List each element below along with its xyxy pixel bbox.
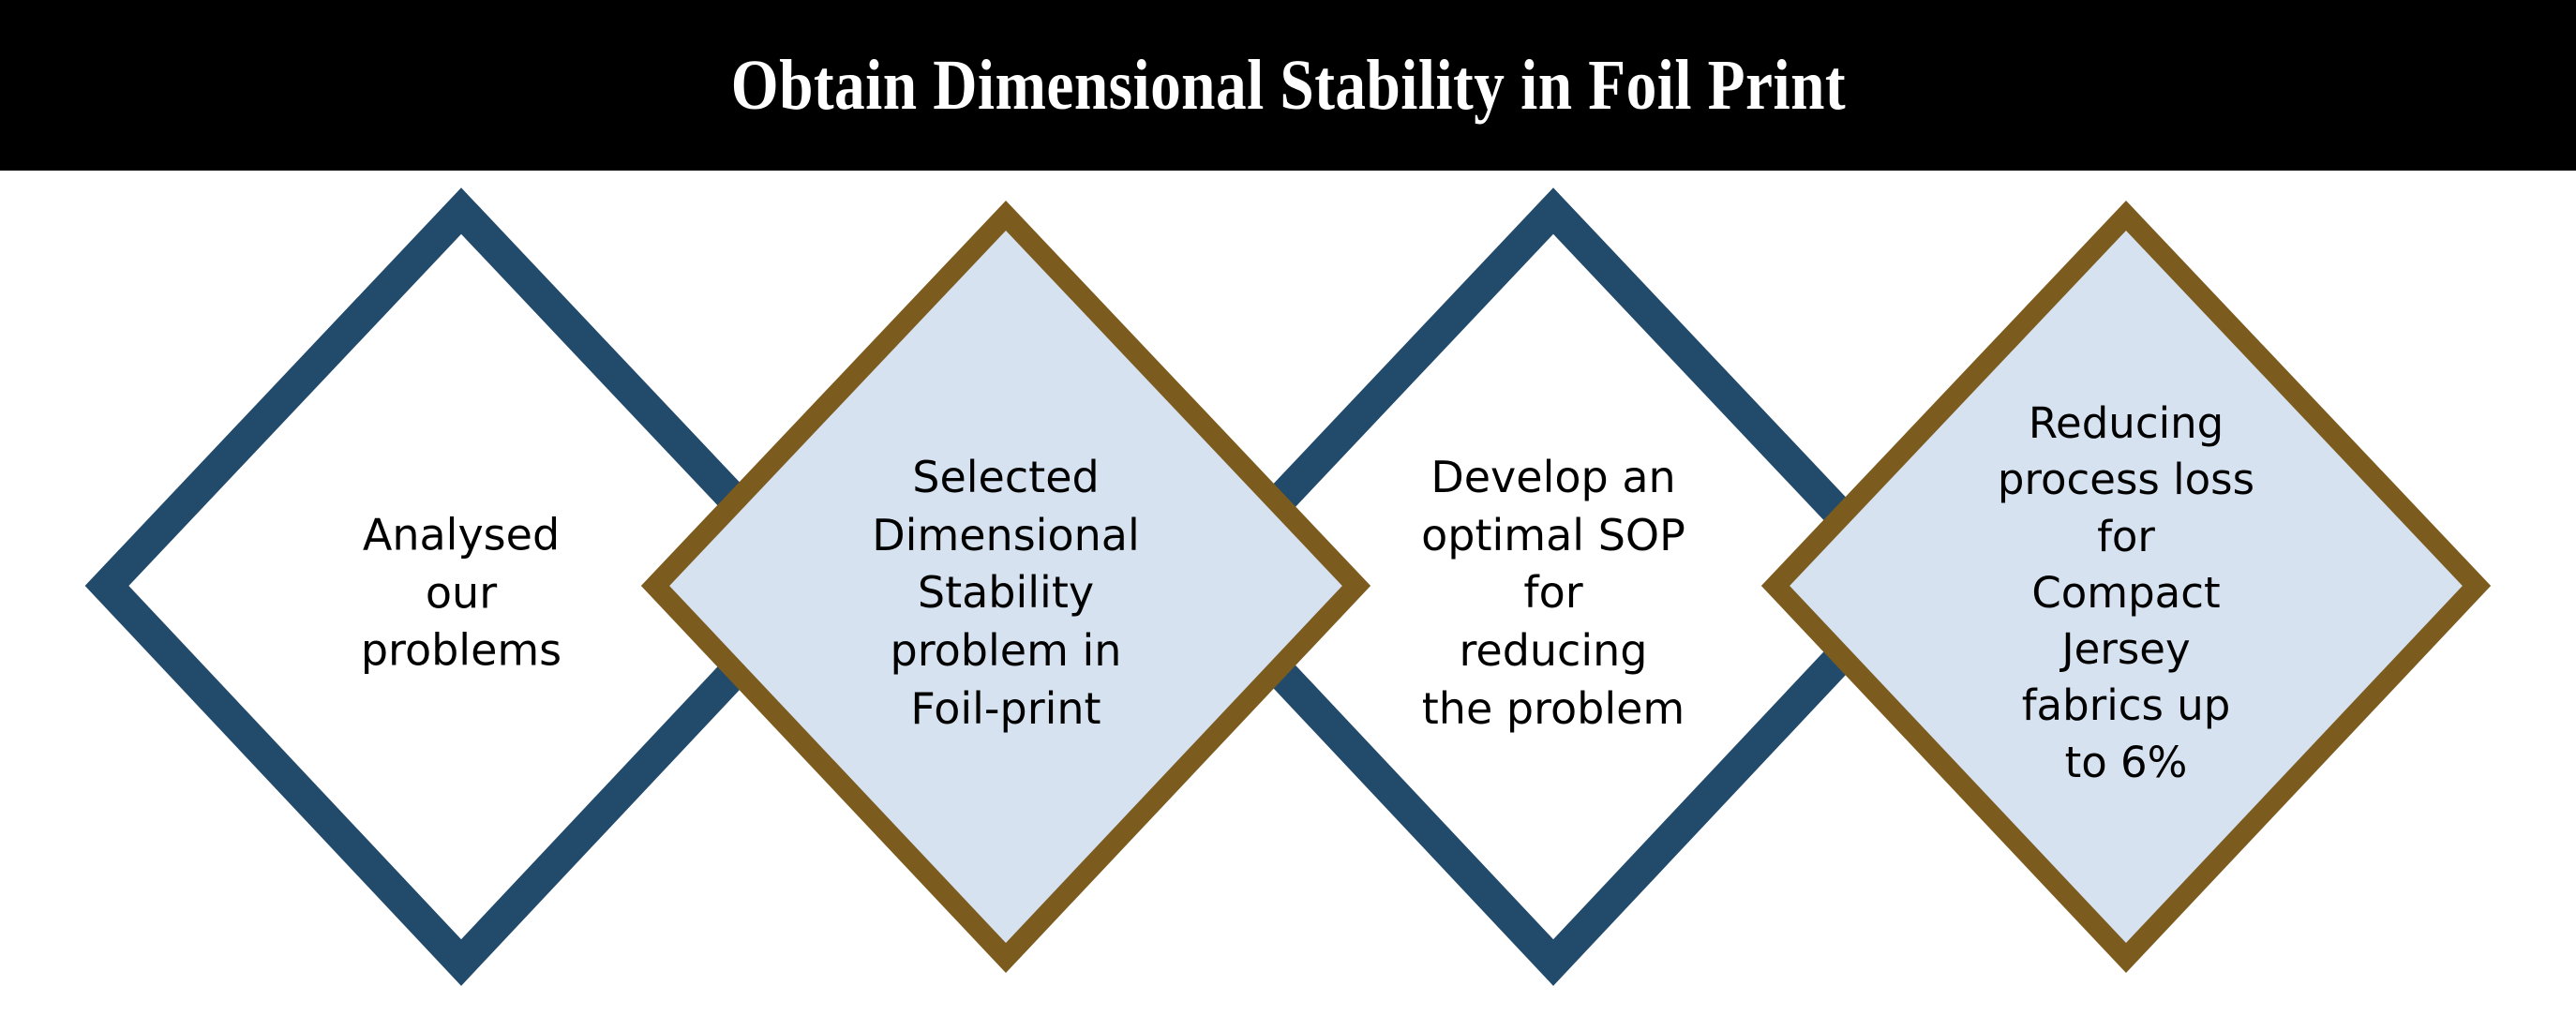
- process-flow-diagram: Analysed our problems Develop an optimal…: [0, 171, 2576, 1016]
- process-step-2[interactable]: Selected Dimensional Stability problem i…: [629, 171, 1383, 1016]
- diamond-shape-1: [84, 187, 838, 986]
- title-bar: Obtain Dimensional Stability in Foil Pri…: [0, 0, 2576, 171]
- diamond-shape-3: [1176, 187, 1930, 986]
- diamond-shape-2: [640, 201, 1371, 974]
- diamond-shape-4: [1760, 201, 2492, 974]
- page-title: Obtain Dimensional Stability in Foil Pri…: [730, 46, 1846, 125]
- process-step-4[interactable]: Reducing process loss for Compact Jersey…: [1753, 171, 2499, 1016]
